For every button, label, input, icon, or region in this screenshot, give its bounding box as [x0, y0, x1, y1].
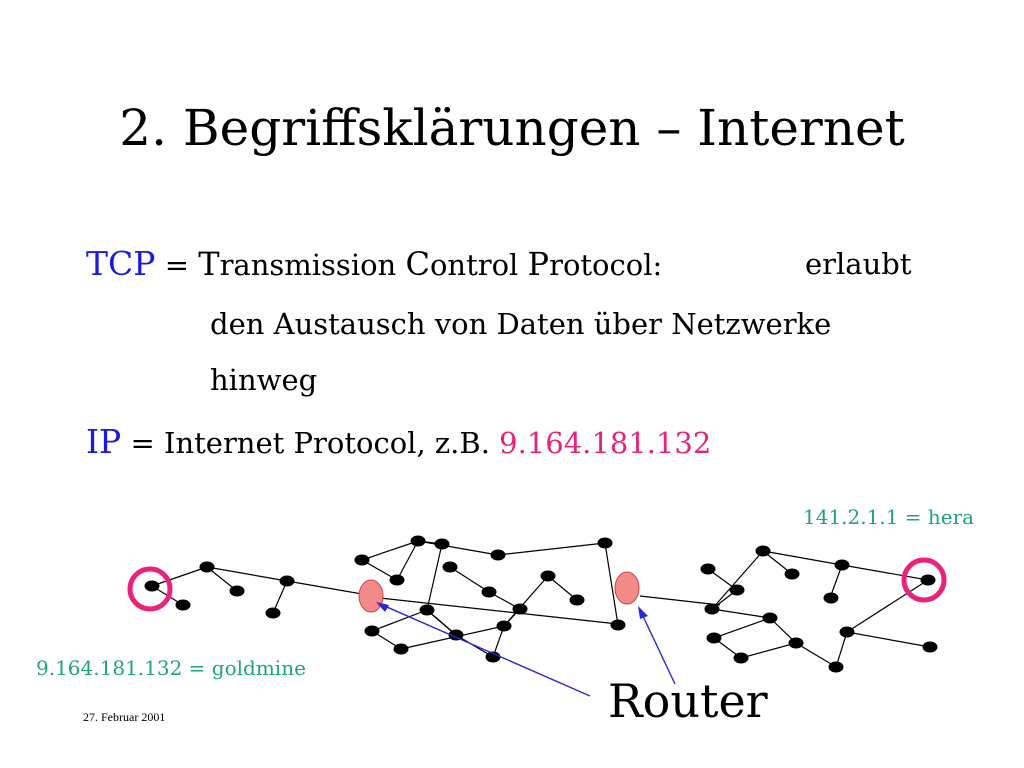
- tcp-definition-line2: den Austausch von Daten über Netzwerke: [210, 307, 832, 341]
- network-node: [834, 559, 850, 571]
- network-link: [361, 540, 419, 561]
- tcp-definition-tail: erlaubt: [805, 247, 912, 281]
- tcp-word-control: ontrol: [429, 248, 528, 282]
- network-link: [762, 550, 843, 566]
- network-link: [846, 579, 929, 633]
- router-right[interactable]: [614, 571, 640, 605]
- tcp-abbr: TCP: [86, 244, 156, 283]
- network-link: [795, 642, 837, 668]
- tcp-definition-line3: hinweg: [210, 363, 318, 397]
- network-node: [389, 574, 405, 586]
- network-link: [206, 566, 288, 582]
- ip-text: Internet Protocol, z.B.: [164, 426, 500, 460]
- host-right-label: 141.2.1.1 = hera: [803, 505, 975, 529]
- network-node: [569, 594, 585, 606]
- network-node: [828, 661, 844, 673]
- tcp-letter-p: P: [527, 245, 550, 283]
- network-node: [448, 629, 464, 641]
- network-node: [393, 643, 409, 655]
- network-node: [410, 535, 426, 547]
- network-link: [711, 608, 771, 619]
- network-link: [604, 542, 619, 626]
- network-link: [846, 631, 931, 648]
- network-node: [175, 599, 191, 611]
- network-link: [286, 580, 363, 595]
- network-node: [279, 575, 295, 587]
- network-node: [597, 537, 613, 549]
- host-right-ring[interactable]: [901, 557, 947, 603]
- network-node: [496, 620, 512, 632]
- network-link: [396, 540, 419, 581]
- network-node: [706, 632, 722, 644]
- network-node: [540, 570, 556, 582]
- network-link: [841, 564, 929, 581]
- ip-definition: IP = Internet Protocol, z.B. 9.164.181.1…: [86, 424, 711, 461]
- network-link: [379, 597, 619, 625]
- network-node: [755, 545, 771, 557]
- network-link: [426, 543, 443, 611]
- network-node: [610, 619, 626, 631]
- network-node: [920, 574, 936, 586]
- network-node: [704, 603, 720, 615]
- ip-abbr: IP: [86, 422, 122, 461]
- router-arrowhead-right: [638, 606, 648, 619]
- network-node: [784, 568, 800, 580]
- network-link: [151, 566, 208, 587]
- network-node: [922, 641, 938, 653]
- network-link: [417, 540, 499, 556]
- network-node: [265, 607, 281, 619]
- network-link: [371, 609, 428, 632]
- network-link: [829, 564, 843, 599]
- network-links: [151, 540, 931, 668]
- slide-date: 27. Februar 2001: [83, 710, 166, 724]
- network-node: [419, 604, 435, 616]
- tcp-word-transmission: ransmission: [219, 248, 406, 282]
- network-link: [272, 580, 288, 614]
- host-left-ring[interactable]: [127, 566, 173, 612]
- network-node: [490, 549, 506, 561]
- network-node: [229, 585, 245, 597]
- network-node: [199, 561, 215, 573]
- network-nodes: [144, 535, 938, 673]
- tcp-letter-c: C: [405, 245, 430, 283]
- network-link: [711, 550, 764, 610]
- tcp-equals: =: [164, 248, 189, 282]
- network-node: [354, 554, 370, 566]
- network-node: [823, 592, 839, 604]
- network-link: [449, 566, 490, 593]
- network-link: [639, 595, 721, 606]
- tcp-word-protocol: rotocol:: [549, 248, 663, 282]
- network-node: [700, 563, 716, 575]
- network-node: [364, 625, 380, 637]
- network-node: [485, 651, 501, 663]
- router-arrow-left: [379, 603, 591, 697]
- network-node: [839, 626, 855, 638]
- network-node: [788, 637, 804, 649]
- ip-equals: =: [130, 426, 155, 460]
- network-node: [144, 580, 160, 592]
- network-node: [733, 652, 749, 664]
- network-link: [497, 542, 606, 556]
- network-node: [481, 586, 497, 598]
- network-node: [729, 584, 745, 596]
- router-label: Router: [608, 674, 768, 728]
- network-node: [762, 612, 778, 624]
- ip-example-address: 9.164.181.132: [499, 426, 712, 460]
- network-link: [835, 631, 848, 668]
- router-arrowhead-left: [376, 602, 389, 612]
- network-node: [442, 561, 458, 573]
- network-node: [434, 538, 450, 550]
- host-left-label: 9.164.181.132 = goldmine: [36, 656, 306, 680]
- tcp-letter-t: T: [198, 245, 220, 283]
- tcp-definition-line1: TCP = Transmission Control Protocol:: [86, 246, 662, 283]
- slide-title: 2. Begriffsklärungen – Internet: [119, 99, 905, 157]
- router-left[interactable]: [358, 579, 384, 613]
- network-link: [713, 617, 771, 639]
- network-node: [512, 603, 528, 615]
- router-arrow-right: [640, 611, 676, 685]
- network-link: [740, 642, 797, 659]
